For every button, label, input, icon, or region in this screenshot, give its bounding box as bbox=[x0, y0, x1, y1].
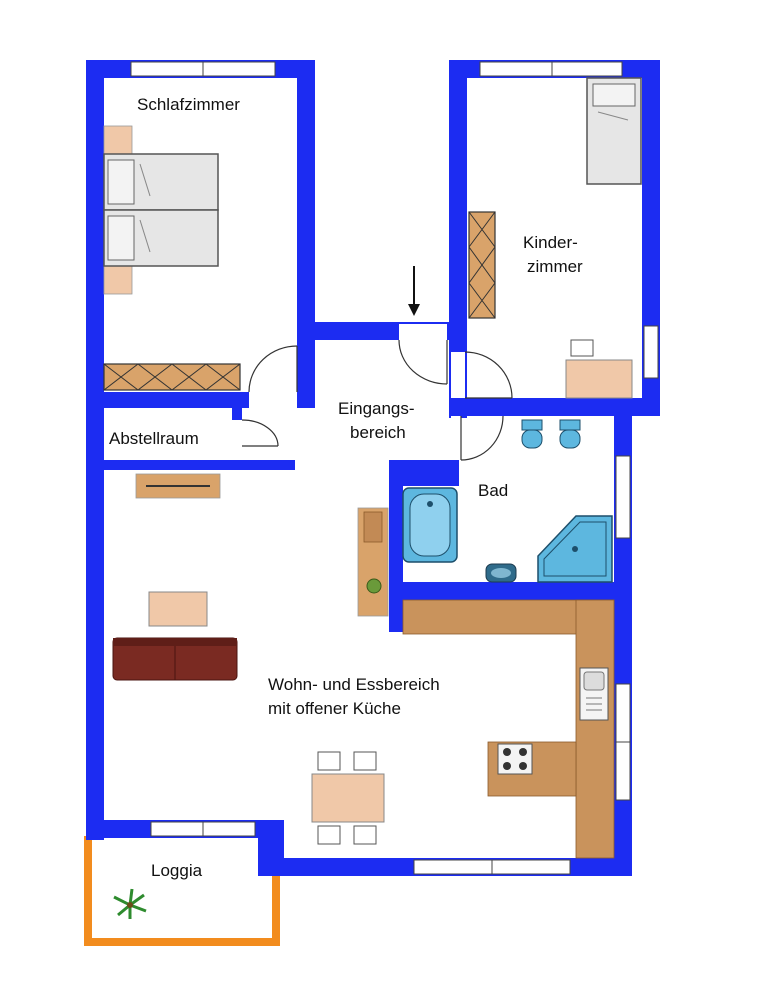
childroom-door bbox=[464, 351, 513, 399]
loggia-railing bbox=[84, 836, 280, 946]
nightstand-bottom bbox=[103, 265, 133, 295]
label-schlafzimmer: Schlafzimmer bbox=[137, 95, 240, 114]
coffee-table bbox=[148, 591, 208, 627]
label-loggia: Loggia bbox=[151, 861, 203, 880]
single-bed bbox=[586, 77, 642, 185]
storage-door bbox=[241, 419, 279, 447]
sink-icon bbox=[579, 667, 609, 721]
bathtub bbox=[402, 487, 458, 563]
label-abstellraum: Abstellraum bbox=[109, 429, 199, 448]
shower bbox=[537, 515, 613, 583]
label-eingang-1: Eingangs- bbox=[338, 399, 415, 418]
loggia-area bbox=[84, 836, 280, 946]
window-bath-side bbox=[615, 455, 631, 539]
nightstand-top bbox=[103, 125, 133, 157]
label-bad: Bad bbox=[478, 481, 508, 500]
label-wohnen-2: mit offener Küche bbox=[268, 699, 401, 718]
stove-icon bbox=[497, 743, 533, 775]
window-childroom-top bbox=[479, 61, 623, 77]
plant-icon bbox=[366, 578, 382, 594]
desk-chair bbox=[570, 339, 594, 357]
bedroom-door bbox=[248, 345, 298, 393]
childroom-furniture bbox=[468, 77, 642, 399]
label-kinderzimmer-2: zimmer bbox=[527, 257, 583, 276]
label-wohnen-1: Wohn- und Essbereich bbox=[268, 675, 440, 694]
double-bed bbox=[103, 153, 219, 267]
windows bbox=[130, 61, 659, 875]
kitchen-counter-side bbox=[575, 599, 615, 859]
dining-set bbox=[311, 751, 385, 845]
wardrobe-childroom bbox=[468, 211, 496, 319]
sofa bbox=[112, 637, 238, 681]
label-kinderzimmer-1: Kinder- bbox=[523, 233, 578, 252]
toilet-2 bbox=[559, 419, 581, 449]
wardrobe-bedroom bbox=[103, 363, 241, 391]
bath-fixtures bbox=[402, 419, 613, 583]
living-furniture bbox=[112, 591, 385, 845]
room-labels: Schlafzimmer Kinder- zimmer Abstellraum … bbox=[109, 95, 583, 880]
palm-plant-icon bbox=[113, 888, 147, 919]
bedroom-furniture bbox=[103, 125, 241, 391]
bath-door bbox=[460, 415, 504, 461]
toilet-1 bbox=[521, 419, 543, 449]
kitchen bbox=[402, 599, 615, 859]
doors bbox=[232, 324, 513, 461]
desk bbox=[565, 359, 633, 399]
label-eingang-2: bereich bbox=[350, 423, 406, 442]
entrance-door bbox=[398, 339, 448, 385]
washbasin bbox=[485, 563, 517, 583]
window-childroom-side bbox=[643, 325, 659, 379]
entrance-arrow-icon bbox=[408, 266, 420, 316]
hall-furniture bbox=[135, 473, 389, 617]
entrance-door-opening bbox=[399, 324, 447, 340]
